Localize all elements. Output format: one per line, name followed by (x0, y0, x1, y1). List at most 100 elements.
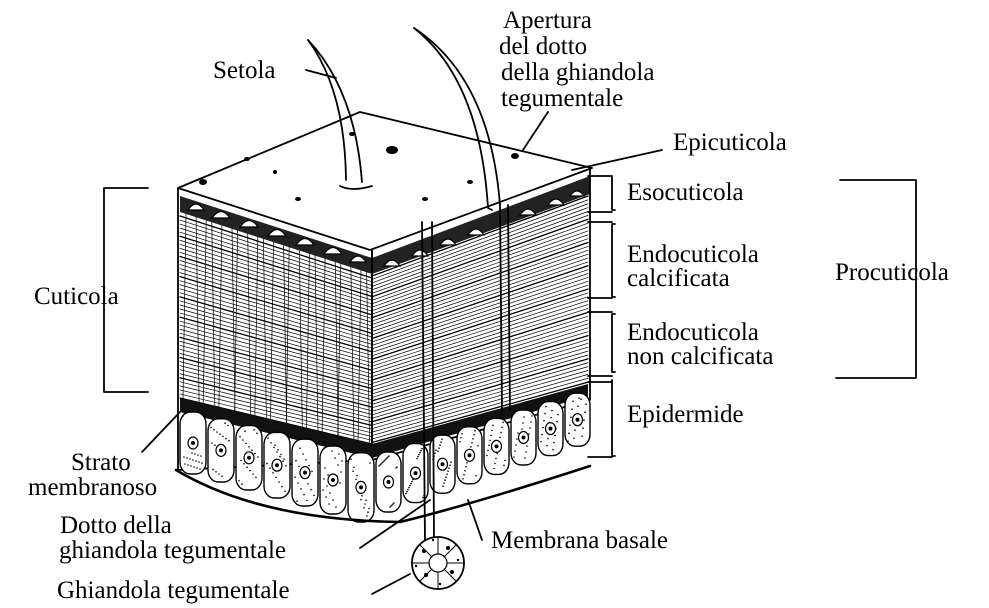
stipple-dot (189, 458, 191, 460)
stipple-dot (368, 508, 370, 510)
stipple-dot (556, 421, 558, 423)
stipple-dot (459, 441, 461, 443)
stipple-dot (551, 410, 553, 412)
stipple-dot (441, 438, 443, 440)
stipple-dot (272, 472, 274, 474)
stipple-dot (437, 450, 439, 452)
stipple-dot (486, 455, 488, 457)
stipple-dot (280, 454, 282, 456)
stipple-dot (274, 444, 276, 446)
stipple-dot (356, 475, 358, 477)
texture-line (372, 305, 588, 374)
texture-line (372, 320, 588, 387)
stipple-dot (192, 459, 194, 461)
texture-line (372, 301, 588, 370)
stipple-dot (462, 478, 464, 480)
stipple-dot (313, 495, 315, 497)
nucleolus (441, 462, 445, 466)
texture-line (180, 216, 372, 278)
texture-line (372, 274, 588, 346)
stipple-dot (422, 497, 424, 499)
stipple-dot (221, 475, 223, 477)
stipple-dot (335, 506, 337, 508)
texture-line (372, 200, 588, 280)
stipple-dot (251, 449, 253, 451)
stipple-dot (278, 481, 280, 483)
stipple-dot (378, 465, 380, 467)
stipple-dot (266, 463, 268, 465)
stipple-dot (572, 400, 574, 402)
stipple-dot (409, 485, 411, 487)
stipple-dot (540, 441, 542, 443)
stipple-dot (329, 492, 331, 494)
stipple-dot (567, 440, 569, 442)
stipple-dot (584, 411, 586, 413)
stipple-dot (550, 417, 552, 419)
stipple-dot (568, 432, 570, 434)
stipple-dot (257, 456, 259, 458)
stipple-dot (222, 436, 224, 438)
stipple-dot (369, 462, 371, 464)
label-setola: Setola (213, 57, 276, 84)
stipple-dot (573, 437, 575, 439)
stipple-dot (300, 488, 302, 490)
texture-line (180, 345, 372, 396)
stipple-dot (522, 422, 524, 424)
nucleolus (549, 427, 553, 431)
nucleolus (359, 485, 363, 489)
stipple-dot (434, 452, 436, 454)
stipple-dot (420, 450, 422, 452)
stipple-dot (305, 459, 307, 461)
cuticle-block-illustration (176, 28, 592, 589)
stipple-dot (438, 447, 440, 449)
stipple-dot (199, 468, 201, 470)
stipple-dot (523, 416, 525, 418)
stipple-dot (578, 397, 580, 399)
nucleolus (468, 453, 472, 457)
stipple-dot (499, 437, 501, 439)
stipple-dot (303, 494, 305, 496)
stipple-dot (246, 466, 248, 468)
stipple-dot (352, 470, 354, 472)
stipple-dot (240, 460, 242, 462)
stipple-dot (464, 470, 466, 472)
stipple-dot (190, 465, 192, 467)
stipple-dot (571, 408, 573, 410)
stipple-dot (242, 439, 244, 441)
stipple-dot (470, 446, 472, 448)
stipple-dot (494, 463, 496, 465)
stipple-dot (332, 499, 334, 501)
stipple-dot (516, 438, 518, 440)
stipple-dot (443, 482, 445, 484)
stipple-dot (367, 511, 369, 513)
stipple-dot (504, 460, 506, 462)
stipple-dot (408, 487, 410, 489)
stipple-dot (530, 421, 532, 423)
texture-line (180, 236, 372, 296)
stipple-dot (493, 468, 495, 470)
stipple-dot (323, 478, 325, 480)
stipple-dot (416, 458, 418, 460)
stipple-dot (216, 431, 218, 433)
stipple-dot (583, 419, 585, 421)
stipple-dot (324, 467, 326, 469)
label-procuticola: Procuticola (835, 259, 949, 286)
stipple-dot (302, 453, 304, 455)
stipple-dot (241, 483, 243, 485)
label-epicuticola: Epicuticola (673, 129, 787, 156)
texture-line (180, 362, 372, 411)
stipple-dot (269, 467, 271, 469)
stipple-dot (281, 486, 283, 488)
stipple-dot (407, 489, 409, 491)
stipple-dot (492, 425, 494, 427)
stipple-dot (186, 457, 188, 459)
stipple-dot (490, 435, 492, 437)
stipple-dot (513, 456, 515, 458)
stipple-dot (581, 435, 583, 437)
stipple-dot (363, 507, 365, 509)
stipple-dot (389, 506, 391, 508)
stipple-dot (284, 490, 286, 492)
texture-line (372, 204, 588, 283)
texture-line (372, 196, 588, 276)
stipple-dot (253, 429, 255, 431)
